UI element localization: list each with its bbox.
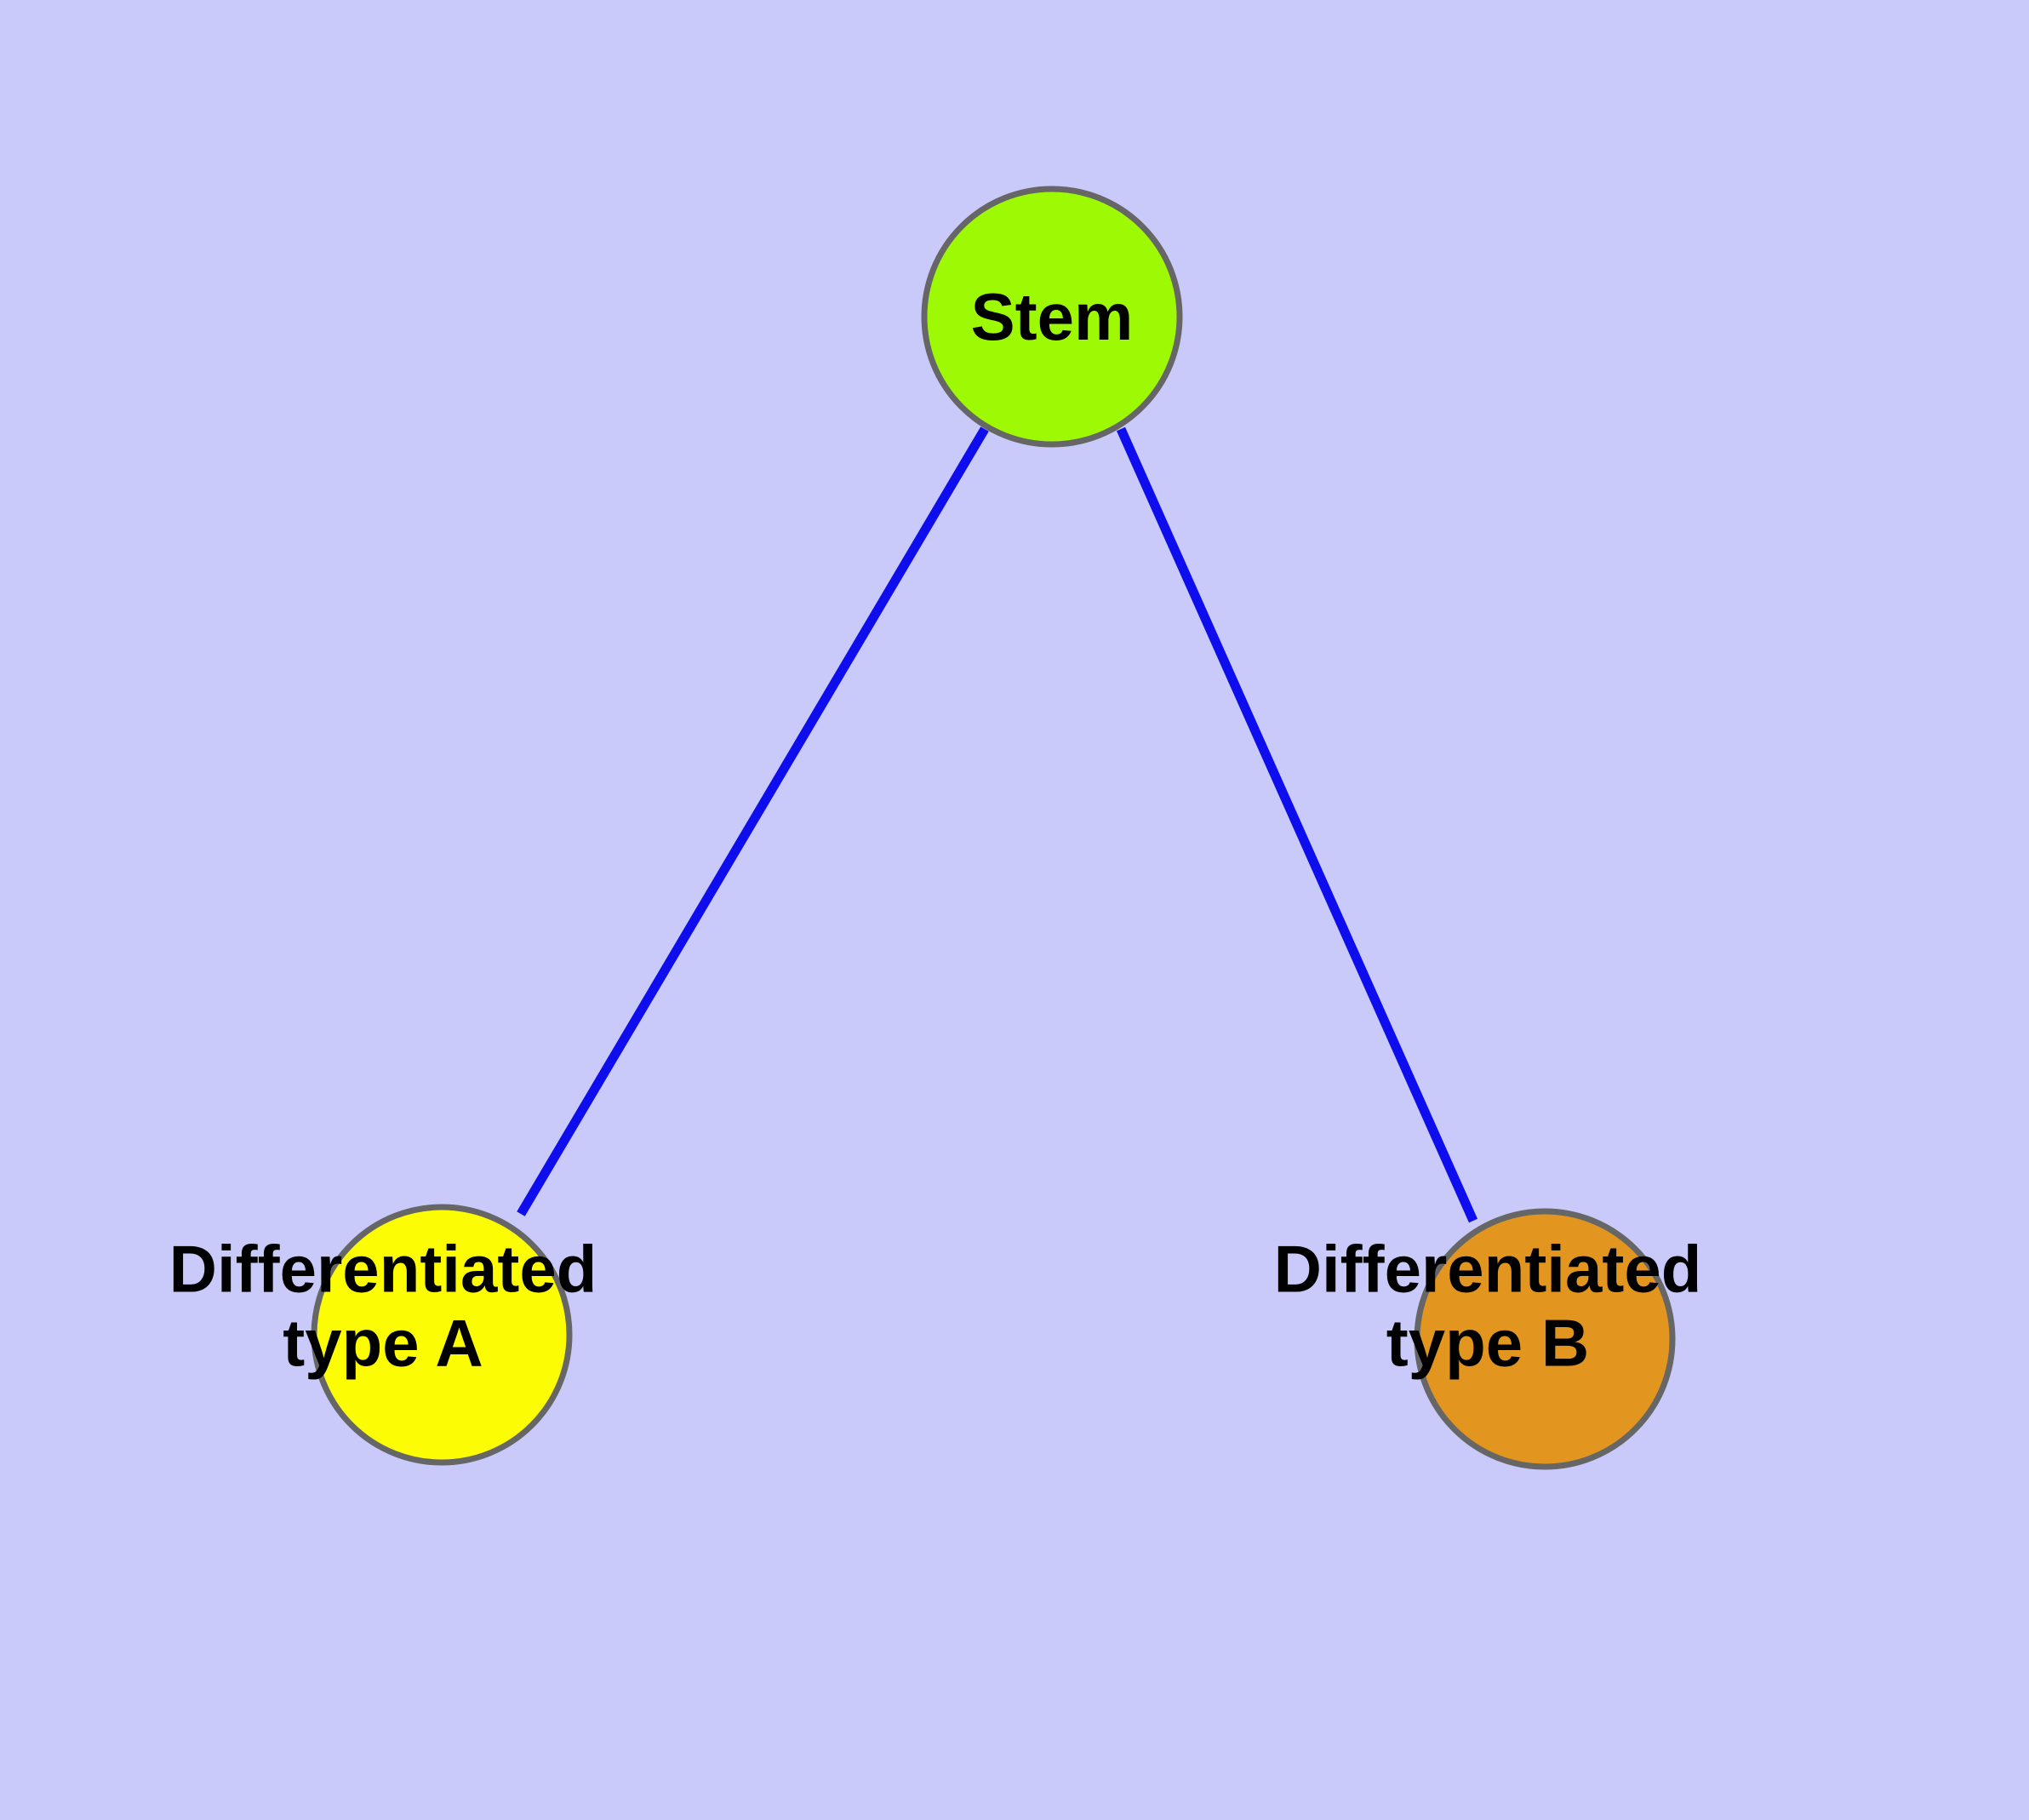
edges-layer [517,426,1478,1223]
node-label-line: Differentiated [1274,1231,1702,1306]
edge-stem-to-diff-a[interactable] [517,426,989,1216]
node-stem[interactable] [921,186,1183,448]
node-label-line: Differentiated [169,1231,597,1306]
node-diff_b[interactable] [1414,1208,1676,1470]
node-label-line: type B [1386,1305,1589,1380]
node-label-line: Stem [971,279,1134,354]
node-diff_a[interactable] [311,1204,573,1466]
node-label-line: type A [283,1305,483,1380]
node-label-stem: Stem [971,279,1134,354]
edge-stem-to-diff-b[interactable] [1116,426,1478,1223]
nodes-layer [311,186,1676,1470]
